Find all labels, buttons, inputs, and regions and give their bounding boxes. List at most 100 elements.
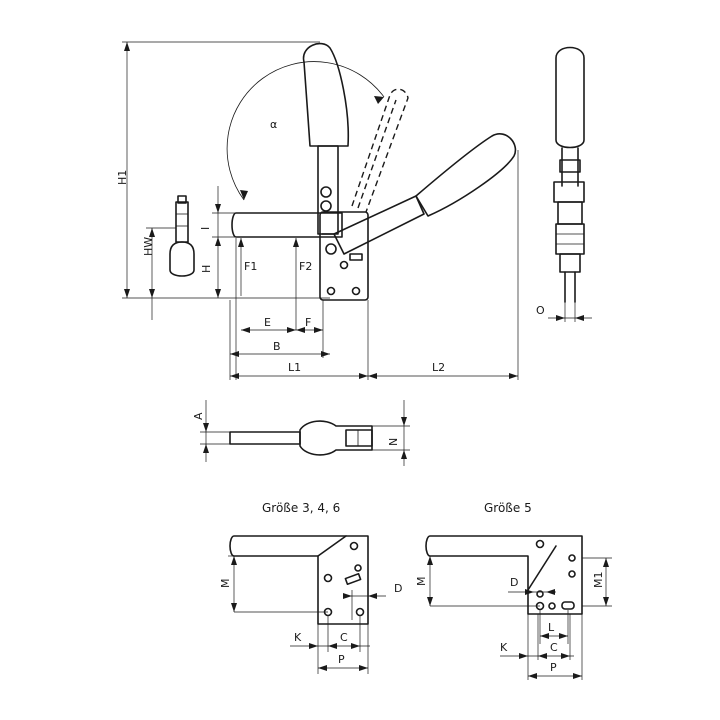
plate-5-edge [527,545,557,591]
l1-arrow-right [359,373,368,379]
n-arrow-top [401,417,407,426]
d-label: D [394,582,402,595]
plate-5-slot [561,601,575,610]
m1-label: M1 [592,572,605,589]
k5-arrow-left [519,653,528,659]
k-arrow-right [328,643,337,649]
h-arrow-bottom [215,289,221,298]
c-label: C [340,631,348,644]
detail-sizes-346: Größe 3, 4, 6 M D K C P [219,501,402,674]
plate-5-hole [536,590,544,598]
p-arrow-left [318,665,327,671]
i-arrow-bottom [215,237,221,246]
top-arm [229,431,301,445]
h1-arrow-top [124,42,130,51]
base-hole [339,260,349,270]
spindle-top [177,195,187,204]
m5-arrow-bottom [427,597,433,606]
handle-grip-open [415,133,517,217]
stop-block [349,253,363,261]
connecting-link [333,195,425,255]
pivot-pin [320,186,332,198]
plate-5-hole [568,570,576,578]
front-base [555,223,585,255]
front-view: O [536,46,592,322]
b-arrow-left [230,351,239,357]
base-hole [351,286,361,296]
a-arrow-top [203,423,209,432]
o-arrow-left [556,315,565,321]
top-view: A N [192,400,410,466]
o-arrow-right [575,315,584,321]
plate-5-hole [568,554,576,562]
k-arrow-left [309,643,318,649]
spindle-body [175,201,189,243]
m-label: M [219,579,232,589]
m5-arrow-top [427,556,433,565]
base-plate [319,211,369,301]
p5-label: P [550,661,557,674]
h-label: H [200,265,213,273]
e-label: E [264,316,271,329]
e-arrow-left [241,327,250,333]
d5-arrow-left [525,589,534,595]
alpha-label: α [270,118,277,131]
hw-label: HW [142,237,155,256]
plate-5-hole [535,539,545,549]
c5-label: C [550,641,558,654]
alpha-arc [226,61,385,201]
front-grip [555,46,585,149]
f2-label: F2 [299,260,312,273]
b-arrow-right [321,351,330,357]
alpha-arrow-start [240,190,248,200]
front-body [553,181,585,203]
a-label: A [192,412,205,420]
sizes-346-title: Größe 3, 4, 6 [262,501,340,515]
detail-size-5: Größe 5 M M1 D L [415,501,612,680]
pivot-pin [325,243,337,255]
p-label: P [338,653,345,666]
i-label: I [199,227,212,230]
d-arrow-right [368,593,377,599]
b-label: B [273,340,281,353]
o-label: O [536,304,545,317]
f-label: F [305,316,311,329]
top-pivot [345,429,373,447]
handle-grip-closed [302,42,350,147]
l5-arrow-left [540,633,549,639]
d5-label: D [510,576,518,589]
plate-346-edge [317,535,347,557]
f1-arrow [238,238,244,247]
c-arrow-right [351,643,360,649]
hw-arrow-bottom [149,289,155,298]
k5-label: K [500,641,508,654]
p5-arrow-left [528,673,537,679]
m1-arrow-bottom [603,597,609,606]
f-arrow-right [314,327,323,333]
l1-arrow-left [230,373,239,379]
m1-arrow-top [603,558,609,567]
e-arrow-right [287,327,296,333]
a-arrow-bottom [203,444,209,453]
n-label: N [387,438,400,446]
p-arrow-right [359,665,368,671]
m-arrow-top [231,556,237,565]
top-body [299,420,373,456]
m5-label: M [415,577,428,587]
k5-arrow-right [538,653,547,659]
plate-346 [229,535,369,625]
plate-5-hole [548,602,556,610]
i-arrow-top [215,204,221,213]
pivot-pin [320,200,332,212]
main-side-view: α F1 F2 H1 HW I H [116,41,519,380]
plate-346-hole [349,541,359,551]
plate-346-hole [354,564,362,572]
l5-arrow-right [559,633,568,639]
f2-arrow [293,238,299,247]
handle-intermediate-dashed-inner [357,99,397,209]
k-label: K [294,631,302,644]
size-5-title: Größe 5 [484,501,532,515]
hw-arrow-top [149,228,155,237]
l5-label: L [548,621,555,634]
